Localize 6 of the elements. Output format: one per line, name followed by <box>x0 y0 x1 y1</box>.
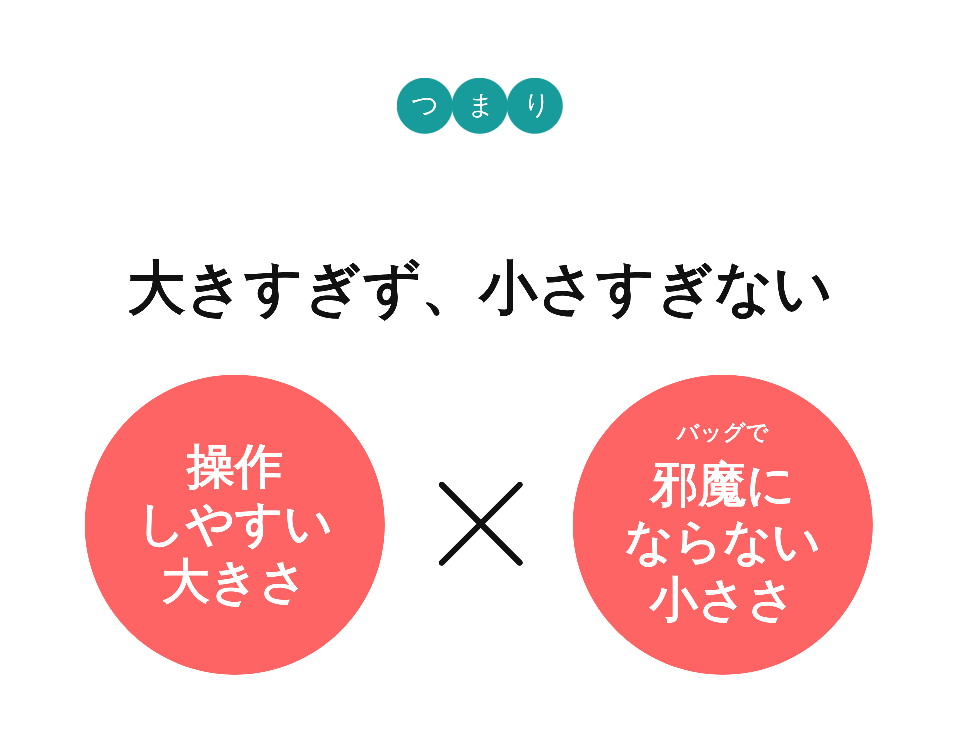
badge-text: つまり <box>412 89 548 123</box>
lead-text: バッグで <box>677 420 769 447</box>
circle-text: 邪魔にならない小ささ <box>624 456 822 630</box>
circle-text: 操作しやすい大きさ <box>136 438 334 612</box>
title-heading: 大きすぎず、小さすぎない <box>128 253 832 323</box>
heading-badge <box>397 78 563 134</box>
